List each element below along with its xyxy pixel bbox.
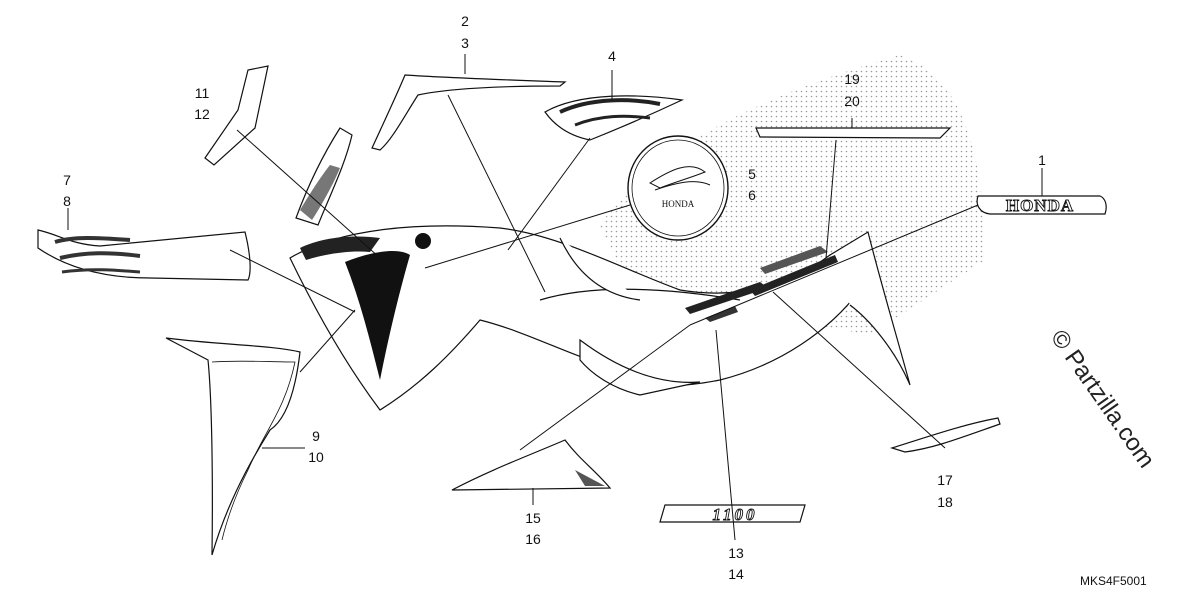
callout-18: 18 <box>937 494 953 510</box>
part-model-plate: 1100 <box>659 504 806 524</box>
cowl-decal-black <box>345 250 410 380</box>
watermark: © Partzilla.com <box>1045 325 1160 473</box>
part-side-logo-panel <box>37 229 251 281</box>
cowl-decal-dark <box>300 236 380 260</box>
emblem-text: HONDA <box>662 199 695 209</box>
callout-7: 7 <box>63 172 71 188</box>
part-tail-decal <box>889 417 1001 453</box>
brand-text: HONDA <box>1006 196 1074 215</box>
part-lower-triangle <box>451 439 612 491</box>
callout-11: 11 <box>195 85 210 101</box>
part-tank-strip <box>755 127 952 139</box>
leader-lines <box>67 54 1043 541</box>
callout-9: 9 <box>312 428 320 444</box>
part-side-shroud-decal <box>204 65 269 166</box>
callout-8: 8 <box>63 193 71 209</box>
callout-3: 3 <box>461 35 469 51</box>
motorcycle-body <box>289 225 911 411</box>
part-honda-brand: HONDA <box>976 195 1107 215</box>
diagram-code: MKS4F5001 <box>1080 574 1147 588</box>
model-text: 1100 <box>712 505 757 524</box>
part-mid-decals <box>685 246 838 322</box>
windscreen-decal <box>300 165 340 220</box>
part-wing-emblem: HONDA <box>627 135 729 241</box>
callout-2: 2 <box>461 13 469 29</box>
callout-20: 20 <box>844 93 860 109</box>
callout-4: 4 <box>608 48 616 64</box>
callout-labels: 2 3 4 11 12 19 20 5 6 1 7 8 9 10 15 16 1… <box>63 13 1046 582</box>
callout-16: 16 <box>525 531 541 547</box>
headlight-mark <box>415 233 431 249</box>
callout-17: 17 <box>937 472 953 488</box>
callout-12: 12 <box>194 106 210 122</box>
callout-19: 19 <box>844 71 860 87</box>
callout-14: 14 <box>728 566 744 582</box>
callout-13: 13 <box>728 545 744 561</box>
part-africa-twin-logo <box>544 95 685 141</box>
callout-5: 5 <box>748 166 756 182</box>
callout-10: 10 <box>308 449 324 465</box>
tank-stipple <box>600 55 985 335</box>
callout-15: 15 <box>525 510 541 526</box>
part-upper-trim <box>371 74 567 151</box>
callout-1: 1 <box>1038 152 1046 168</box>
part-large-side-panel <box>165 337 301 556</box>
callout-6: 6 <box>748 187 756 203</box>
